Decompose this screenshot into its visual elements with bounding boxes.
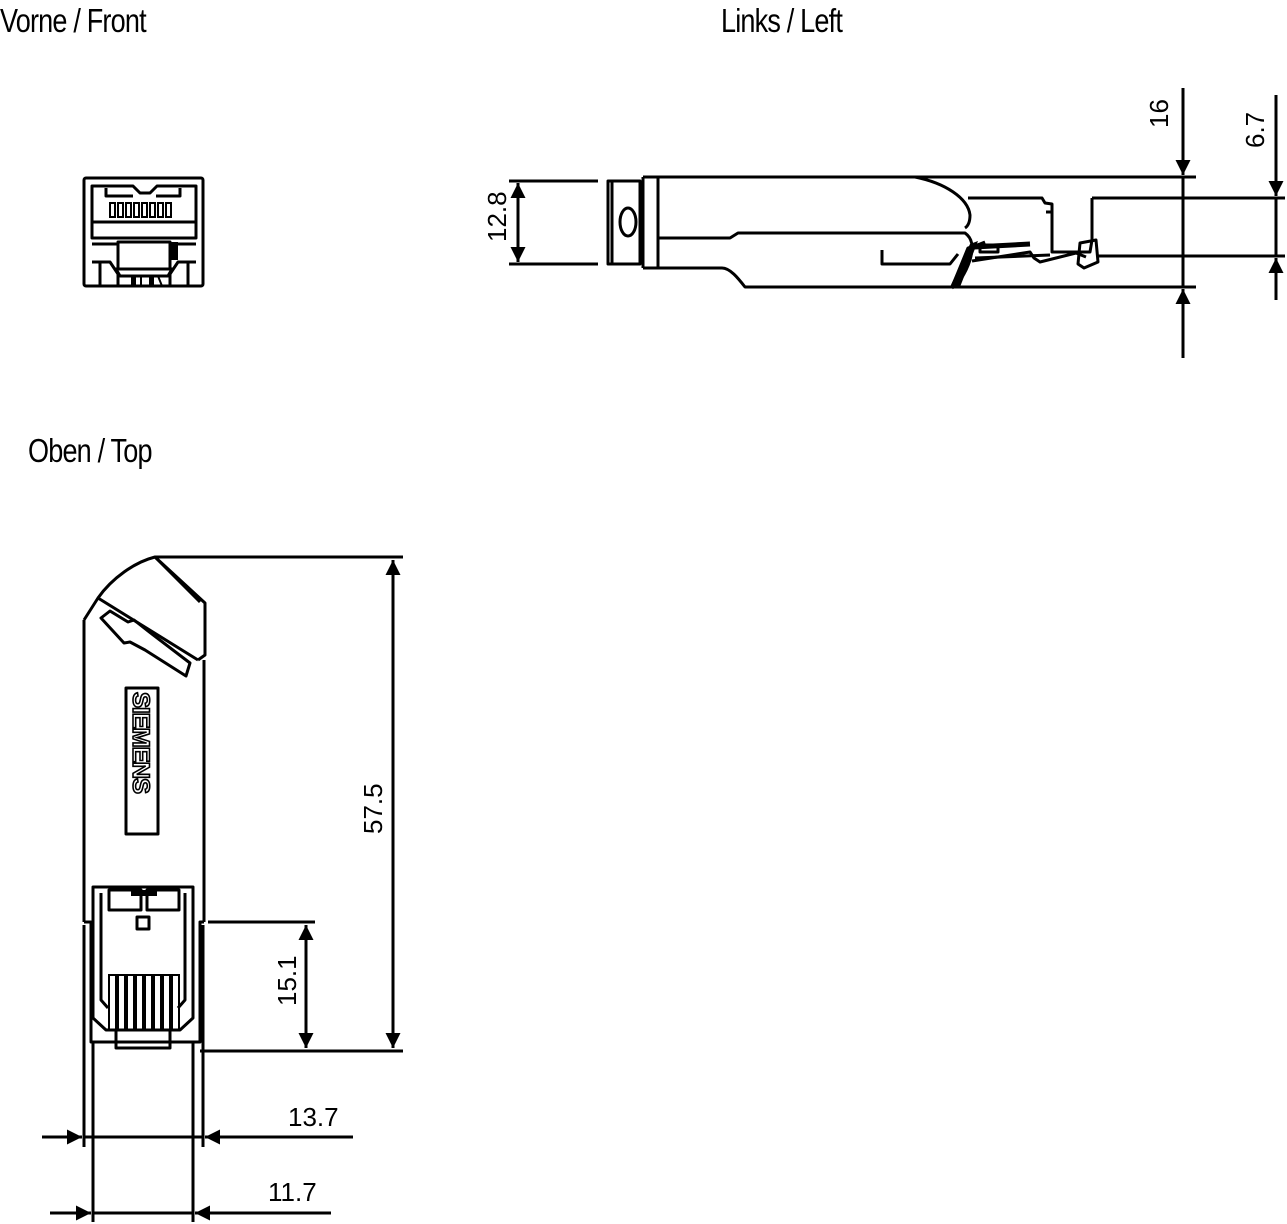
front-view xyxy=(82,176,205,288)
dim-left-height: 12.8 xyxy=(482,191,512,242)
top-view-title: Oben / Top xyxy=(28,432,153,469)
front-view-title: Vorne / Front xyxy=(0,2,147,39)
top-view: SIEMENS xyxy=(42,555,403,1222)
dim-top-socket-length: 15.1 xyxy=(272,955,302,1006)
left-view xyxy=(509,88,1285,358)
dim-top-width-inner: 11.7 xyxy=(268,1177,317,1207)
dim-left-overall-height: 16 xyxy=(1144,99,1174,128)
left-view-title: Links / Left xyxy=(721,2,843,39)
top-contacts-icon xyxy=(108,974,180,1031)
dim-left-cable: 6.7 xyxy=(1240,112,1270,148)
dim-top-width-outer: 13.7 xyxy=(288,1102,339,1132)
siemens-logo: SIEMENS xyxy=(127,692,154,794)
front-contacts-icon xyxy=(109,202,172,218)
dim-top-length: 57.5 xyxy=(358,783,388,834)
